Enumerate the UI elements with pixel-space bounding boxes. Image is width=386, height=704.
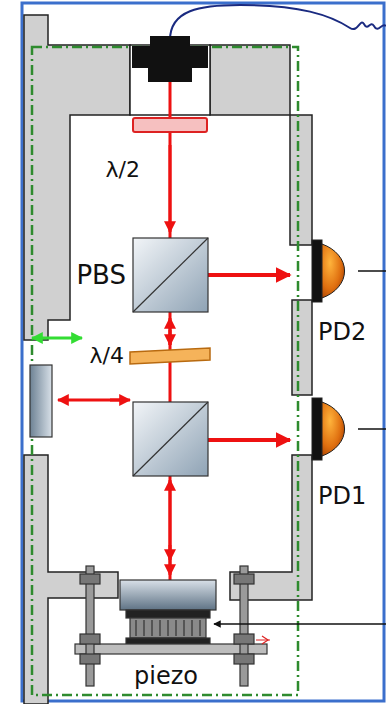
piezo-stripe [175,620,177,636]
component-label: PBS [76,262,126,288]
detector-label: PD2 [318,320,366,344]
piezo-stripe [159,620,161,636]
detector-label: PD1 [318,484,366,508]
piezo-stripe [199,620,201,636]
piezo-stripe [135,620,137,636]
waveplate-label: λ/4 [90,345,124,367]
piezo-stripe [167,620,169,636]
piezo-stripe [183,620,185,636]
piezo-stripe [151,620,153,636]
waveplate-label: λ/2 [106,159,140,181]
part-label: piezo [134,664,198,688]
piezo-stripe [191,620,193,636]
piezo-stripe [143,620,145,636]
